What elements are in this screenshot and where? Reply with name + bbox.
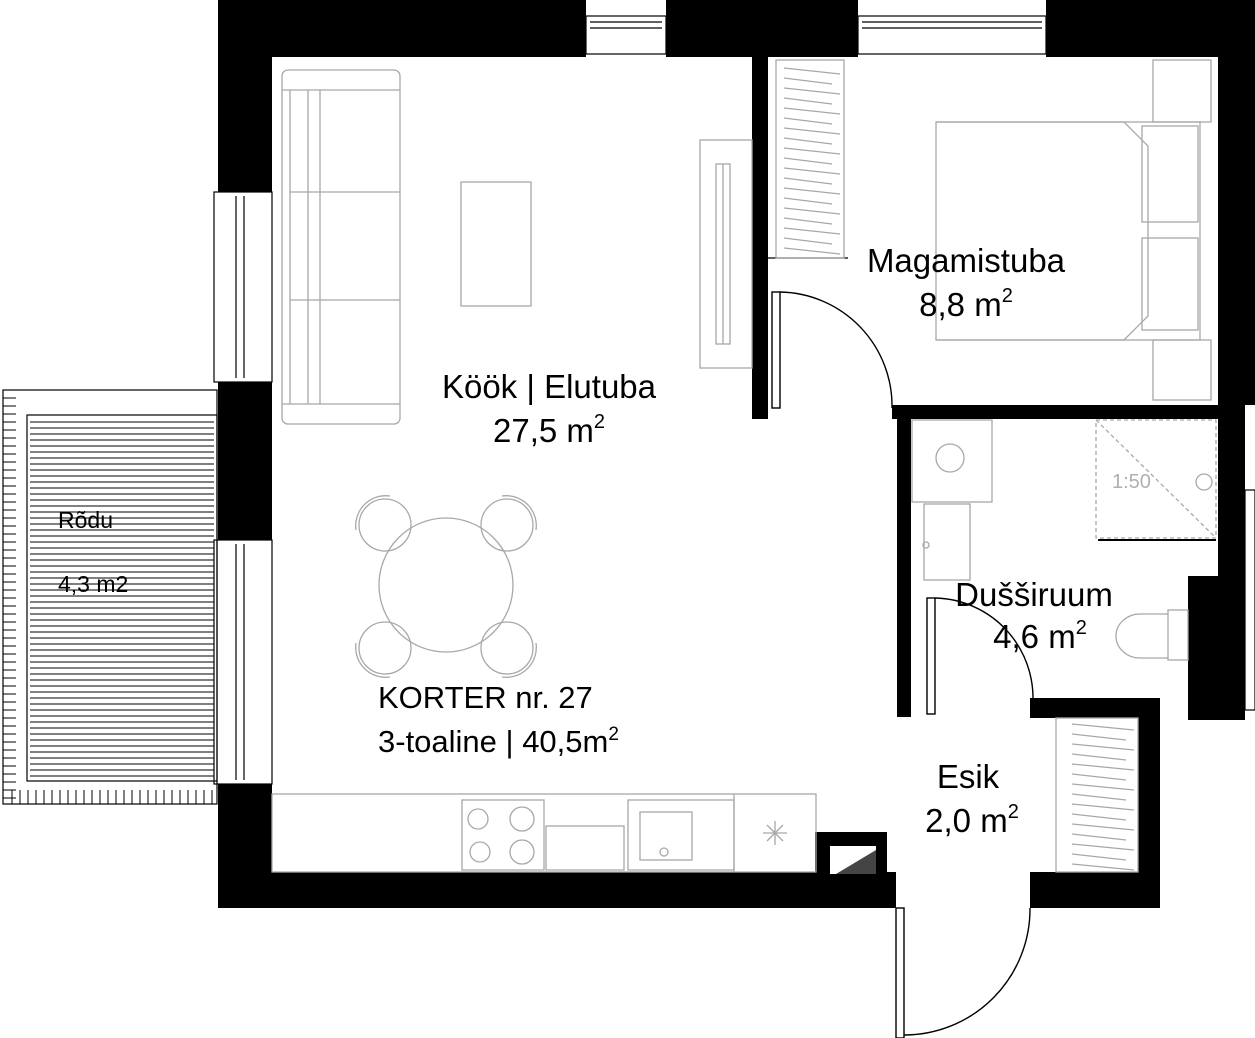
hall-wardrobe-icon	[1055, 717, 1139, 873]
dining-table-icon	[355, 495, 537, 678]
washbasin-icon	[911, 419, 993, 581]
furniture	[271, 59, 1217, 873]
shower-icon	[1095, 419, 1217, 541]
kitchen-name: Köök | Elutuba	[442, 368, 657, 405]
bedroom-name: Magamistuba	[867, 242, 1066, 279]
balcony	[2, 389, 218, 805]
shower-area: 4,6 m2	[993, 617, 1087, 655]
hall-name: Esik	[937, 758, 1000, 795]
hall-area: 2,0 m2	[925, 801, 1019, 839]
scale-note: 1:50	[1112, 471, 1151, 493]
apartment-title: KORTER nr. 27	[378, 680, 593, 715]
sofa-icon	[281, 69, 401, 425]
toilet-icon	[1115, 609, 1189, 661]
balcony-area: 4,3 m2	[58, 571, 128, 597]
wardrobe-icon	[775, 59, 845, 259]
apartment-summary: 3-toaline | 40,5m2	[378, 724, 619, 759]
kitchen-counter-icon	[271, 793, 817, 873]
room-labels: Köök | Elutuba 27,5 m2 Magamistuba 8,8 m…	[58, 242, 1151, 839]
walls	[218, 0, 1255, 908]
kitchen-area: 27,5 m2	[493, 411, 605, 449]
coffee-table-icon	[460, 181, 532, 307]
tv-stand-icon	[699, 139, 753, 369]
bedroom-area: 8,8 m2	[919, 285, 1013, 323]
balcony-name: Rõdu	[58, 507, 113, 533]
bed-icon	[935, 59, 1212, 401]
windows	[213, 15, 1255, 785]
shower-name: Dušširuum	[955, 576, 1113, 613]
